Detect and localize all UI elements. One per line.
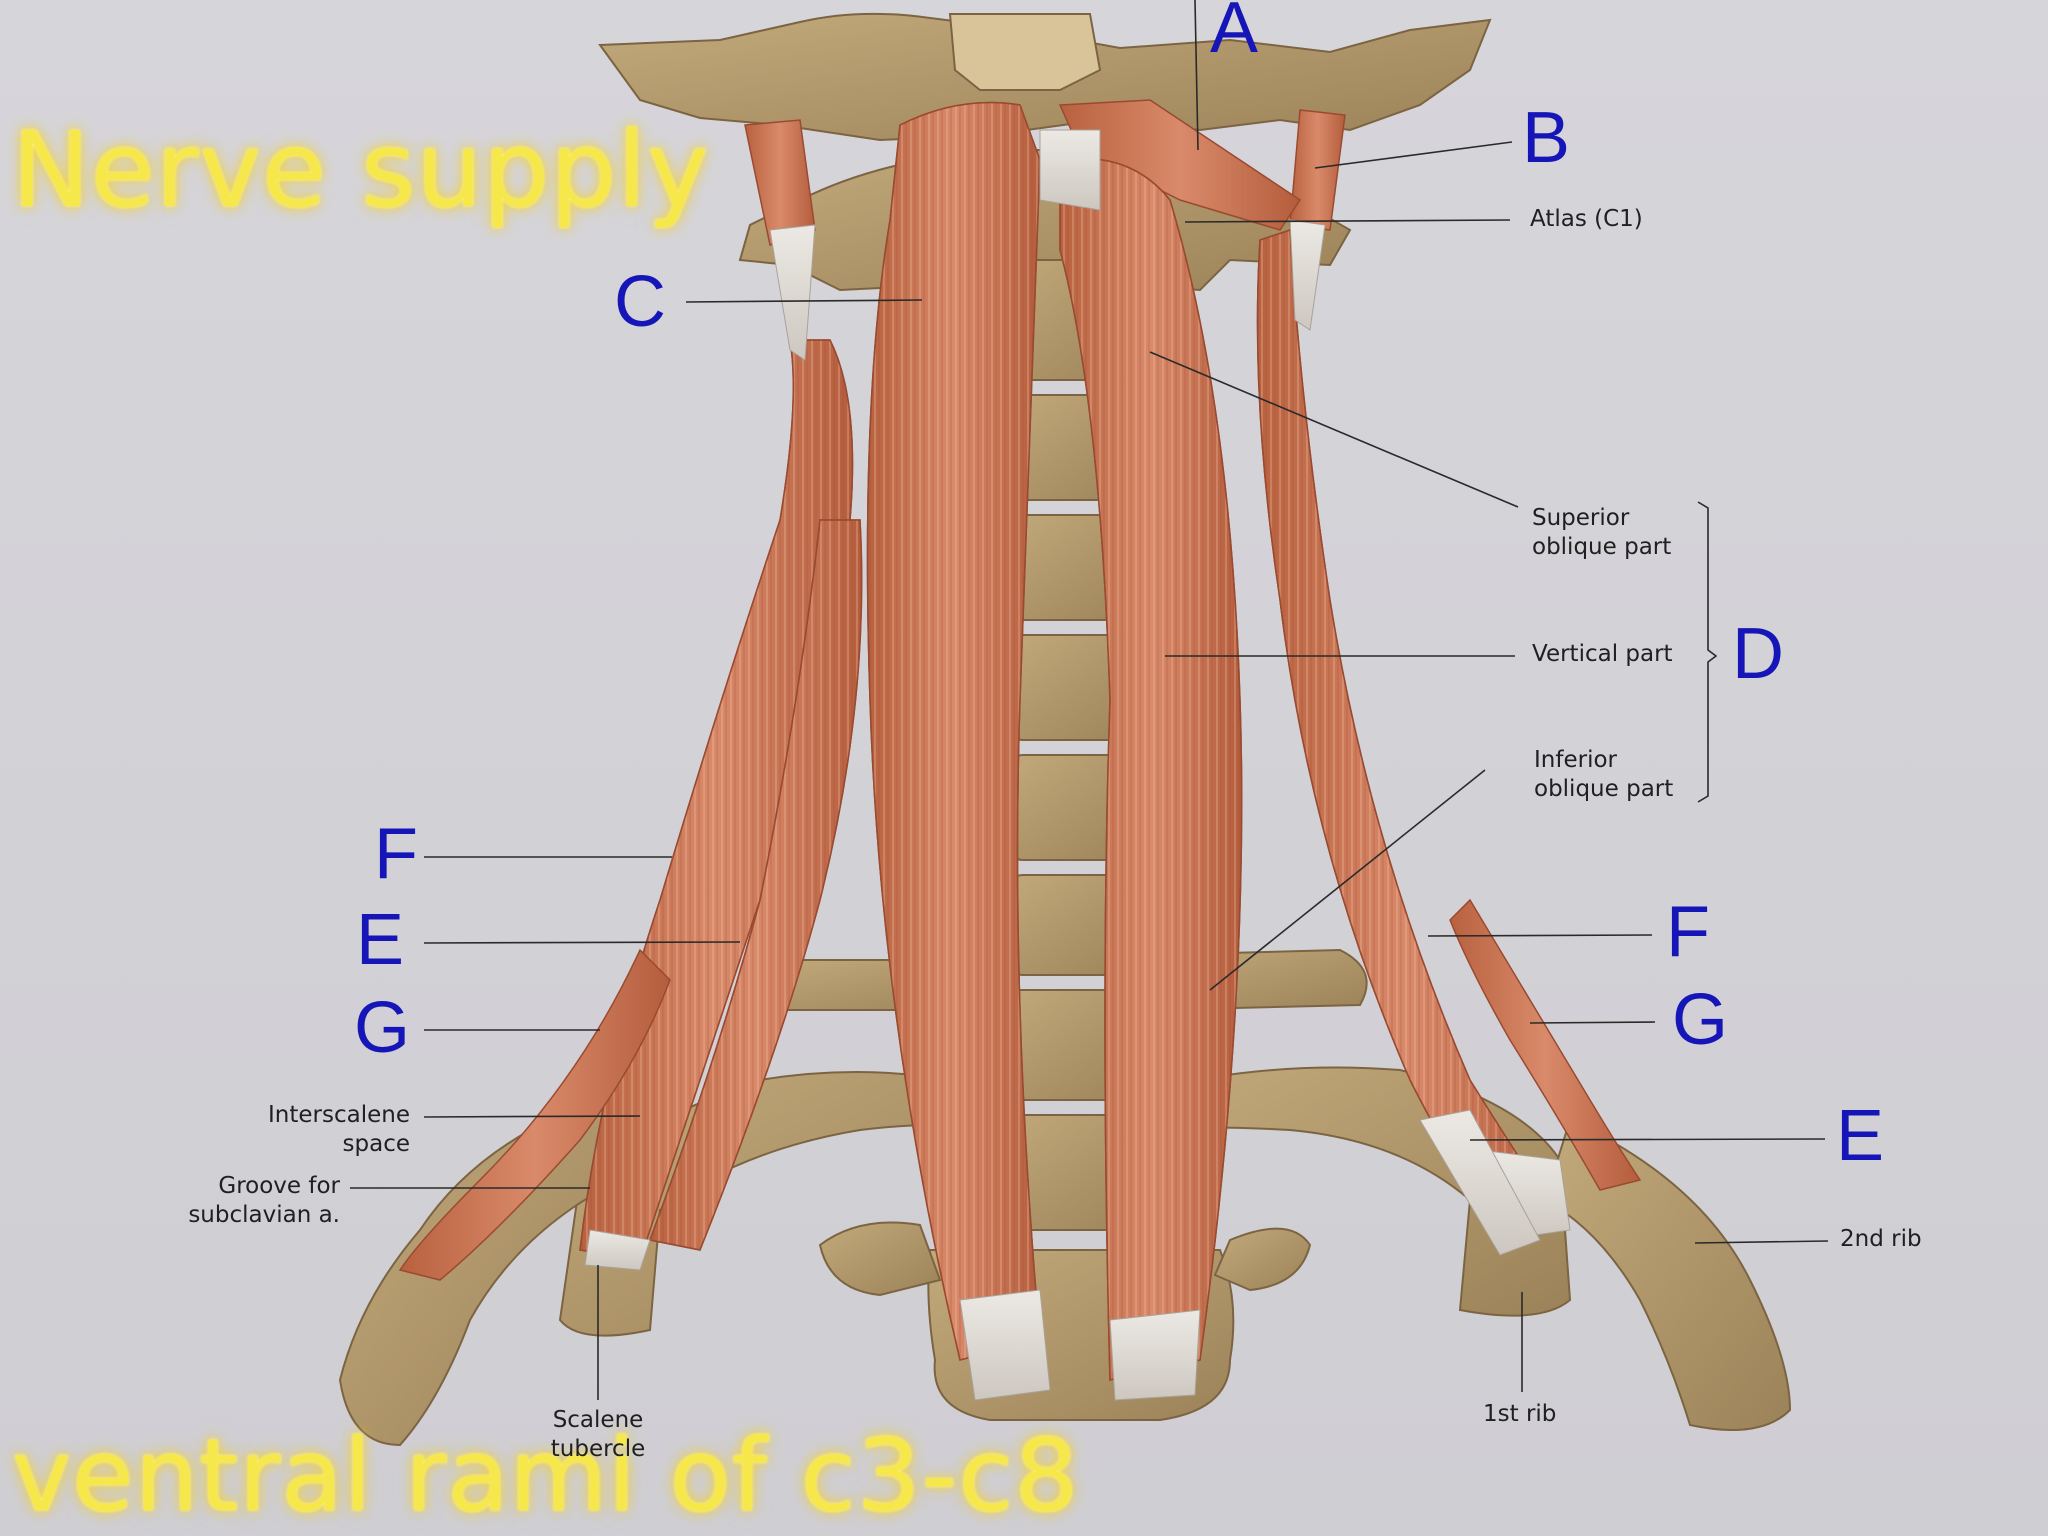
label-letter-f-left: F — [374, 814, 418, 894]
label-atlas: Atlas (C1) — [1530, 206, 1643, 232]
label-letter-g-right: G — [1672, 980, 1729, 1060]
second-rib-left — [338, 1098, 622, 1447]
slide-subtitle: ventral rami of c3-c8 — [12, 1417, 1080, 1534]
label-letter-a: A — [1210, 0, 1259, 68]
tendons — [584, 129, 1571, 1401]
second-rib-right — [1543, 1118, 1792, 1431]
label-letter-f-right: F — [1666, 892, 1710, 972]
label-first-rib: 1st rib — [1483, 1401, 1557, 1427]
leader-lines — [350, 0, 1829, 1400]
label-letter-e-left: E — [356, 900, 405, 980]
slide-title: Nerve supply — [12, 109, 710, 231]
d-brace — [1697, 501, 1718, 803]
label-letter-b: B — [1522, 98, 1571, 178]
muscles — [398, 99, 1642, 1381]
label-letter-e-right: E — [1836, 1096, 1885, 1176]
label-letter-g-left: G — [354, 988, 411, 1068]
label-second-rib: 2nd rib — [1840, 1226, 1922, 1252]
label-vertical-part: Vertical part — [1532, 641, 1673, 667]
label-letter-d: D — [1732, 614, 1784, 694]
label-letter-c: C — [614, 262, 666, 342]
